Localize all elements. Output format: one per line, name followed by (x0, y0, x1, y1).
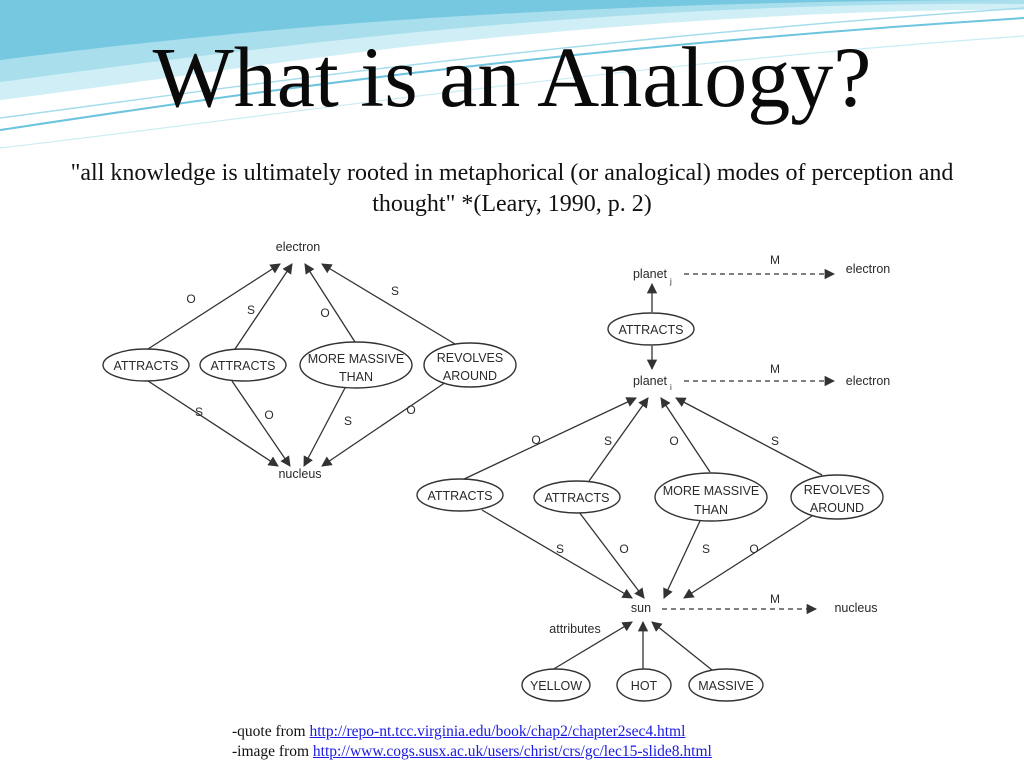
oval-hot-label: HOT (631, 679, 658, 693)
oval-more-massive-line2: THAN (694, 503, 728, 517)
node-nucleus: nucleus (278, 467, 321, 481)
node-planet-j: planet (633, 267, 668, 281)
quote-source-link[interactable]: http://repo-nt.tcc.virginia.edu/book/cha… (309, 723, 686, 740)
subscript-j: j (669, 277, 672, 286)
node-sun: sun (631, 601, 651, 615)
oval-massive: MASSIVE (688, 668, 764, 702)
oval-attracts-label: ATTRACTS (113, 359, 178, 373)
edge-label-s: S (195, 405, 203, 419)
edge-label-o: O (264, 408, 273, 422)
subscript-i: i (670, 383, 672, 392)
oval-revolves-line2: AROUND (443, 369, 497, 383)
edge-label-o: O (531, 433, 540, 447)
edge-label-s: S (556, 542, 564, 556)
edge-label-s: S (702, 542, 710, 556)
node-planet-i: planet (633, 374, 668, 388)
edge-label-s: S (247, 303, 255, 317)
image-credit-prefix: -image from (232, 743, 313, 760)
oval-yellow-label: YELLOW (530, 679, 582, 693)
oval-revolves-left: REVOLVES AROUND (423, 342, 517, 388)
oval-more-massive-right: MORE MASSIVE THAN (654, 472, 768, 522)
edge-label-s: S (771, 434, 779, 448)
node-electron: electron (276, 240, 321, 254)
oval-revolves-line1: REVOLVES (437, 351, 503, 365)
edge-label-o: O (320, 306, 329, 320)
edge-label-m: M (770, 362, 780, 376)
credits: -quote from http://repo-nt.tcc.virginia.… (232, 722, 932, 762)
oval-attracts-right-top: ATTRACTS (607, 312, 695, 346)
slide-wave-background (0, 0, 1024, 149)
edge-label-o: O (619, 542, 628, 556)
oval-more-massive-line1: MORE MASSIVE (308, 352, 405, 366)
right-diagram-top-edges (646, 268, 836, 615)
oval-more-massive-line1: MORE MASSIVE (663, 484, 760, 498)
image-source-link[interactable]: http://www.cogs.susx.ac.uk/users/christ/… (312, 743, 712, 760)
quote-credit: -quote from http://repo-nt.tcc.virginia.… (232, 722, 932, 742)
oval-attracts-label: ATTRACTS (210, 359, 275, 373)
edge-label-s: S (344, 414, 352, 428)
slide-title: What is an Analogy? (152, 29, 872, 125)
oval-revolves-line2: AROUND (810, 501, 864, 515)
oval-attracts-label: ATTRACTS (618, 323, 683, 337)
quote-text: "all knowledge is ultimately rooted in m… (70, 160, 954, 217)
edge-label-s: S (391, 284, 399, 298)
edge-label-o: O (669, 434, 678, 448)
oval-attracts-label: ATTRACTS (427, 489, 492, 503)
oval-more-massive-line2: THAN (339, 370, 373, 384)
edge-label-o: O (749, 542, 758, 556)
oval-attracts-right-1: ATTRACTS (416, 478, 504, 512)
oval-attracts-label: ATTRACTS (544, 491, 609, 505)
quote-credit-prefix: -quote from (232, 723, 310, 740)
node-nucleus-right: nucleus (834, 601, 877, 615)
edge-label-s: S (604, 434, 612, 448)
oval-revolves-right: REVOLVES AROUND (790, 474, 884, 520)
edge-label-o: O (186, 292, 195, 306)
edge-label-m: M (770, 592, 780, 606)
edge-label-o: O (406, 403, 415, 417)
attributes-label: attributes (549, 622, 600, 636)
oval-revolves-line1: REVOLVES (804, 483, 870, 497)
oval-massive-label: MASSIVE (698, 679, 754, 693)
oval-attracts-right-2: ATTRACTS (533, 480, 621, 514)
left-diagram-edges (147, 263, 456, 467)
right-diagram-edges (461, 397, 823, 671)
image-credit: -image from http://www.cogs.susx.ac.uk/u… (232, 742, 932, 762)
oval-hot: HOT (616, 668, 672, 702)
oval-attracts-left-1: ATTRACTS (102, 348, 190, 382)
node-electron-j: electron (846, 262, 891, 276)
edge-label-m: M (770, 253, 780, 267)
oval-more-massive-left: MORE MASSIVE THAN (299, 341, 413, 389)
node-electron-i: electron (846, 374, 891, 388)
oval-attracts-left-2: ATTRACTS (199, 348, 287, 382)
oval-yellow: YELLOW (521, 668, 591, 702)
